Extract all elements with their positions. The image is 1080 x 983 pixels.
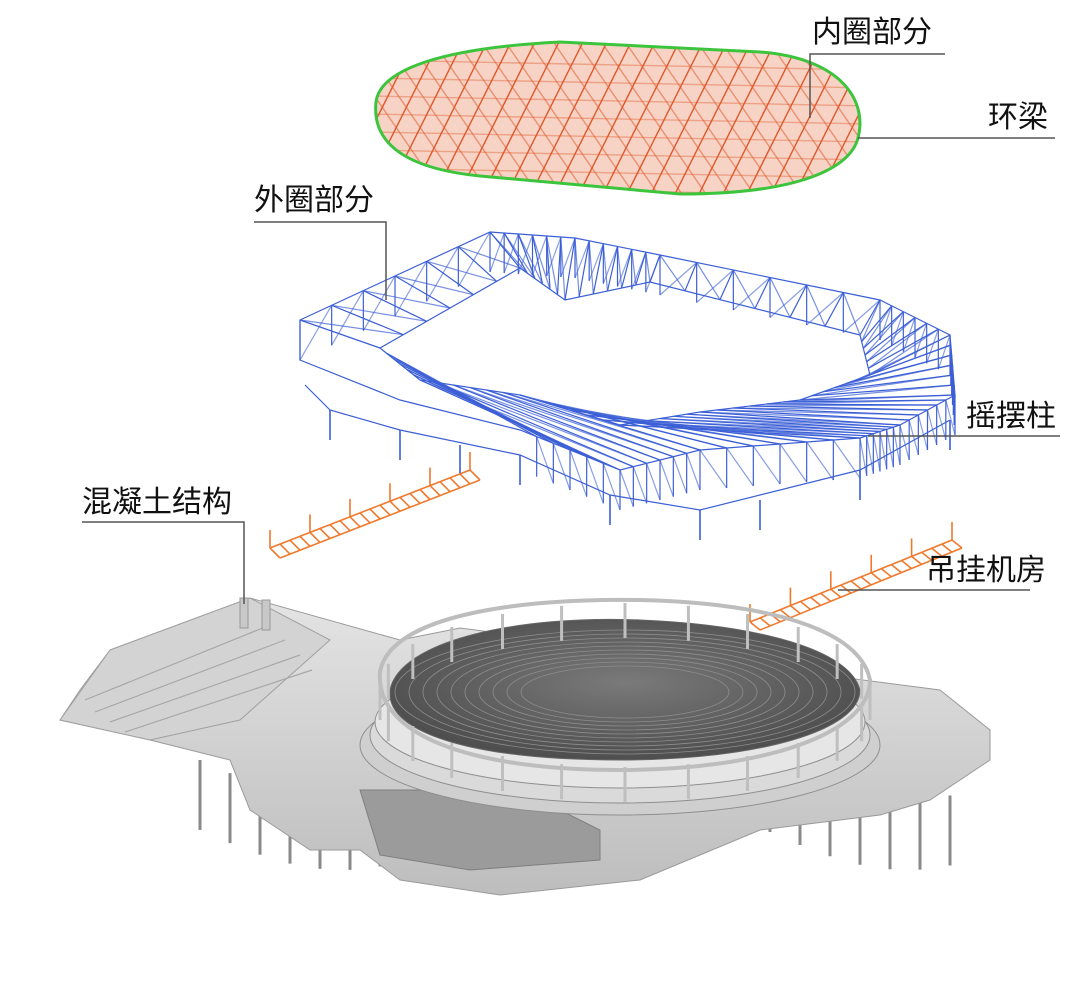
inner-ring-roof [375, 42, 860, 194]
label-outer-ring: 外圈部分 [254, 183, 374, 218]
label-ring-beam: 环梁 [988, 100, 1048, 135]
machine-room-left [269, 452, 481, 559]
outer-ring-truss [299, 231, 956, 540]
label-rocking-column: 摇摆柱 [966, 399, 1056, 434]
label-inner-ring: 内圈部分 [812, 15, 932, 50]
label-concrete-structure: 混凝土结构 [82, 485, 232, 520]
leader-lines [82, 53, 1060, 604]
concrete-structure [59, 597, 991, 896]
label-hanging-machine-room: 吊挂机房 [926, 553, 1046, 588]
machine-room-right [749, 522, 963, 631]
